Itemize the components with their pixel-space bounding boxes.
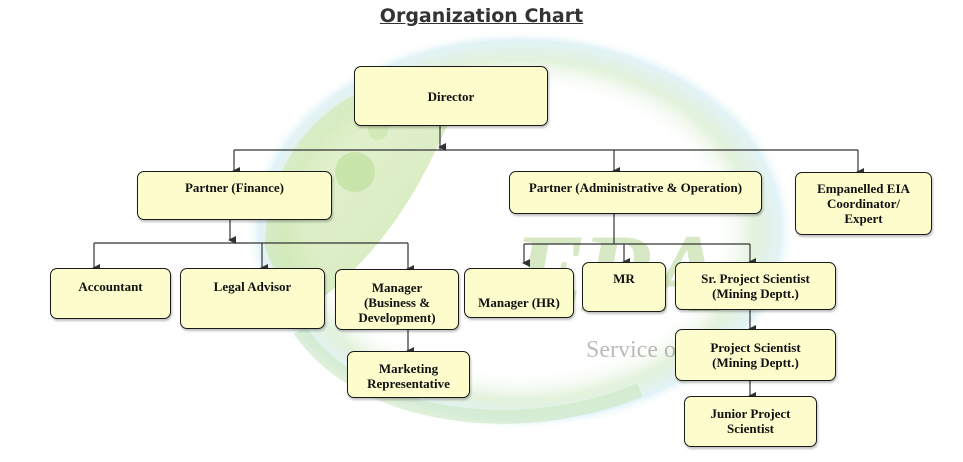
node-empanelled-eia-coordinator: Empanelled EIA Coordinator/ Expert xyxy=(795,172,932,235)
node-director: Director xyxy=(354,66,548,126)
node-project-scientist: Project Scientist (Mining Deptt.) xyxy=(675,329,836,381)
node-accountant: Accountant xyxy=(50,268,171,319)
node-sr-project-scientist: Sr. Project Scientist (Mining Deptt.) xyxy=(675,262,836,310)
node-legal-advisor: Legal Advisor xyxy=(180,268,325,329)
node-mr: MR xyxy=(582,262,666,312)
node-partner-administrative-operation: Partner (Administrative & Operation) xyxy=(509,171,762,214)
node-manager-business-development: Manager (Business & Development) xyxy=(335,269,459,330)
page-title: Organization Chart xyxy=(379,5,584,27)
node-marketing-representative: Marketing Representative xyxy=(347,351,470,398)
node-junior-project-scientist: Junior Project Scientist xyxy=(684,396,817,447)
node-partner-finance: Partner (Finance) xyxy=(137,171,332,220)
watermark-tagline: Service o xyxy=(586,337,676,363)
node-manager-hr: Manager (HR) xyxy=(464,268,574,318)
